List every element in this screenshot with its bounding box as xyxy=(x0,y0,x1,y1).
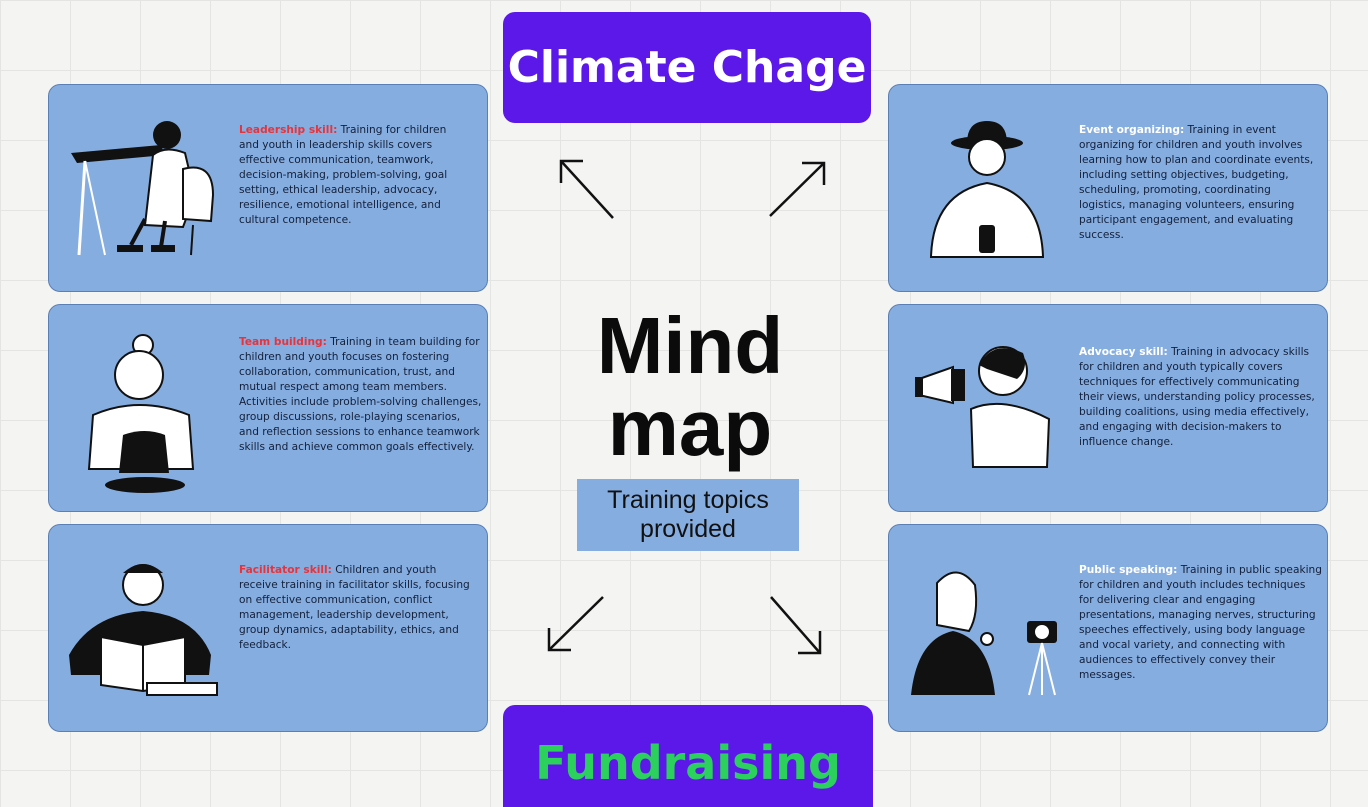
person-reading-book-icon xyxy=(69,564,218,696)
person-megaphone-icon xyxy=(915,346,1051,468)
arrow-up-left-icon xyxy=(559,159,614,219)
fundraising-title: Fundraising xyxy=(535,736,841,790)
event-organizing-text: Event organizing: Training in event orga… xyxy=(1079,123,1319,243)
public-speaking-text: Public speaking: Training in public spea… xyxy=(1079,563,1323,683)
facilitator-skill-description: Children and youth receive training in f… xyxy=(239,564,470,651)
advocacy-skill-label: Advocacy skill: xyxy=(1079,346,1168,358)
leadership-skill-text: Leadership skill: Training for children … xyxy=(239,123,469,228)
arrow-up-right-icon xyxy=(769,161,826,217)
event-organizing-card: Event organizing: Training in event orga… xyxy=(888,84,1328,292)
team-building-card: Team building: Training in team building… xyxy=(48,304,488,512)
team-building-description: Training in team building for children a… xyxy=(239,336,482,453)
person-with-phone-icon xyxy=(929,121,1045,258)
mind-map-title-line2: map xyxy=(607,383,773,472)
arrow-down-left-icon xyxy=(547,596,604,652)
fundraising-banner: Fundraising xyxy=(503,705,873,807)
public-speaking-label: Public speaking: xyxy=(1079,564,1178,576)
leadership-skill-card: Leadership skill: Training for children … xyxy=(48,84,488,292)
facilitator-skill-text: Facilitator skill: Children and youth re… xyxy=(239,563,475,653)
team-building-text: Team building: Training in team building… xyxy=(239,335,483,455)
person-drawing-at-desk-icon xyxy=(71,121,215,256)
advocacy-skill-description: Training in advocacy skills for children… xyxy=(1079,346,1315,448)
climate-change-banner: Climate Chage xyxy=(503,12,871,123)
climate-change-title: Climate Chage xyxy=(507,42,867,93)
mind-map-title-line1: Mind xyxy=(596,301,784,390)
person-pottery-icon xyxy=(87,334,195,493)
public-speaking-description: Training in public speaking for children… xyxy=(1079,564,1322,681)
event-organizing-description: Training in event organizing for childre… xyxy=(1079,124,1314,241)
leadership-skill-label: Leadership skill: xyxy=(239,124,338,136)
arrow-down-right-icon xyxy=(770,596,822,655)
person-speaking-to-camera-icon xyxy=(911,571,1057,696)
mind-map-subtitle: Training topics provided xyxy=(577,479,799,551)
leadership-skill-description: Training for children and youth in leade… xyxy=(239,124,448,226)
mind-map-title: Mind map xyxy=(545,305,835,469)
facilitator-skill-card: Facilitator skill: Children and youth re… xyxy=(48,524,488,732)
team-building-label: Team building: xyxy=(239,336,327,348)
advocacy-skill-text: Advocacy skill: Training in advocacy ski… xyxy=(1079,345,1325,450)
event-organizing-label: Event organizing: xyxy=(1079,124,1185,136)
advocacy-skill-card: Advocacy skill: Training in advocacy ski… xyxy=(888,304,1328,512)
public-speaking-card: Public speaking: Training in public spea… xyxy=(888,524,1328,732)
subtitle-line1: Training topics xyxy=(607,486,769,514)
subtitle-line2: provided xyxy=(640,515,736,543)
facilitator-skill-label: Facilitator skill: xyxy=(239,564,332,576)
